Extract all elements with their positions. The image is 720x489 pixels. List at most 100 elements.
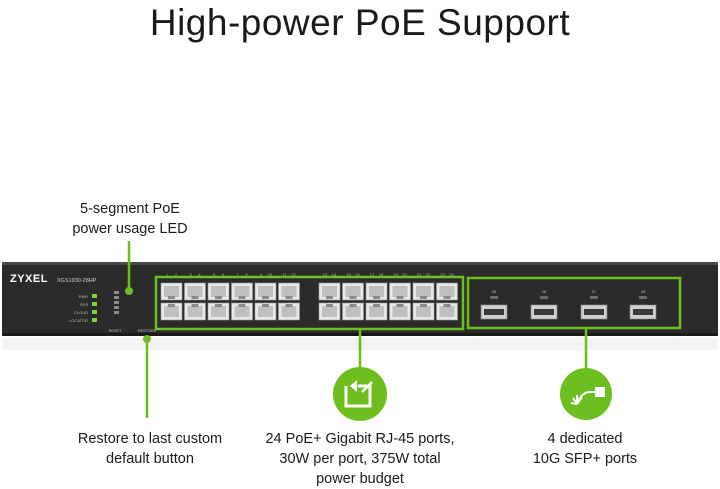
restore-callout-dot <box>143 335 151 343</box>
restore-callout: Restore to last custom default button <box>52 429 248 469</box>
rj45-port <box>342 282 364 301</box>
page-title: High-power PoE Support <box>149 2 571 43</box>
led-label: CLOUD <box>74 310 88 315</box>
rj45-port <box>231 282 253 301</box>
led-callout-line2: power usage LED <box>72 221 188 237</box>
sfp-port <box>530 296 558 320</box>
port-number-label: 13 <box>323 272 328 277</box>
poe-ports-highlight-box <box>154 275 465 331</box>
rj45-port <box>318 282 341 301</box>
port-number-label: 9 <box>260 272 263 277</box>
rj45-port <box>412 282 435 301</box>
status-led <box>92 294 97 298</box>
sfp-icon-circle <box>560 368 612 420</box>
rj45-port <box>207 302 230 321</box>
poe-icon-circle <box>333 367 387 421</box>
port-number-label: 23 <box>440 272 445 277</box>
poe-plug-icon <box>344 380 373 408</box>
sfp-number-label: 25 <box>492 289 497 294</box>
led-callout-dot <box>125 287 133 295</box>
sfp-callout-line1: 4 dedicated <box>547 431 623 447</box>
port-number-label: 7 <box>236 272 239 277</box>
status-led <box>92 310 97 314</box>
sfp-port <box>480 296 508 320</box>
rj45-port <box>254 282 277 301</box>
rj45-port <box>160 282 183 301</box>
sfp-port <box>580 296 608 320</box>
status-led <box>92 318 97 322</box>
restore-label: RESTORE <box>138 329 157 333</box>
port-number-label: 22 <box>426 272 431 277</box>
port-number-label: 16 <box>355 272 360 277</box>
rj45-port <box>436 282 458 301</box>
sfp-ports-highlight-box <box>466 276 682 330</box>
port-number-label: 18 <box>379 272 384 277</box>
sfp-number-label: 26 <box>542 289 547 294</box>
rj45-port <box>231 302 253 321</box>
port-number-label: 10 <box>268 272 273 277</box>
rj45-port <box>318 302 341 321</box>
rj45-port <box>254 302 277 321</box>
sfp-callout-line2: 10G SFP+ ports <box>532 451 638 467</box>
port-number-label: 1 <box>166 272 169 277</box>
rj45-port <box>436 302 458 321</box>
port-number-label: 15 <box>346 272 351 277</box>
rj45-port <box>365 282 388 301</box>
port-number-label: 6 <box>222 272 225 277</box>
poe-callout-line3: power budget <box>316 471 404 487</box>
port-number-label: 17 <box>370 272 375 277</box>
poe-callout-line1: 24 PoE+ Gigabit RJ-45 ports, <box>265 431 455 447</box>
brand-logo: ZYXEL <box>10 273 48 285</box>
restore-callout-line2: default button <box>106 451 194 467</box>
rj45-port <box>342 302 364 321</box>
fiber-icon <box>570 387 605 405</box>
sfp-number-label: 27 <box>592 289 597 294</box>
sfp-port <box>629 296 657 320</box>
rj45-port <box>207 282 230 301</box>
rj45-port <box>160 302 183 321</box>
restore-callout-line1: Restore to last custom <box>77 431 223 447</box>
rj45-port-block-1 <box>160 282 300 321</box>
led-label: PWR <box>79 294 88 299</box>
rj45-port <box>278 282 300 301</box>
led-label: LOCATOR <box>69 318 88 323</box>
sfp-number-labels: 25 26 27 28 <box>492 289 646 294</box>
rj45-port <box>278 302 300 321</box>
port-number-label: 24 <box>449 272 454 277</box>
port-number-label: 4 <box>198 272 201 277</box>
port-number-labels-group-2: 13 14 15 16 17 18 19 20 21 22 23 24 <box>323 272 455 277</box>
port-number-label: 21 <box>417 272 422 277</box>
sfp-callout: 4 dedicated 10G SFP+ ports <box>510 429 660 469</box>
port-number-label: 5 <box>213 272 216 277</box>
port-number-label: 12 <box>291 272 296 277</box>
sfp-port-block <box>480 296 657 320</box>
port-number-label: 19 <box>393 272 398 277</box>
chassis-highlight <box>2 262 718 265</box>
model-label: XGS1930-28HP <box>57 278 97 284</box>
poe-callout: 24 PoE+ Gigabit RJ-45 ports, 30W per por… <box>245 429 475 489</box>
led-callout: 5-segment PoE power usage LED <box>40 199 220 239</box>
port-number-label: 11 <box>282 272 287 277</box>
port-number-label: 8 <box>245 272 248 277</box>
led-callout-line1: 5-segment PoE <box>80 201 180 217</box>
rj45-port <box>389 282 411 301</box>
status-led <box>92 302 97 306</box>
rj45-port <box>184 282 206 301</box>
poe-usage-led-bar <box>114 291 119 314</box>
status-leds: PWR SYS CLOUD LOCATOR <box>69 294 97 323</box>
led-label: SYS <box>80 302 88 307</box>
port-number-label: 3 <box>189 272 192 277</box>
rj45-port <box>412 302 435 321</box>
port-number-label: 20 <box>402 272 407 277</box>
sfp-number-label: 28 <box>641 289 646 294</box>
rj45-port <box>184 302 206 321</box>
reset-label: RESET <box>109 329 122 333</box>
rj45-port <box>389 302 411 321</box>
rj45-port <box>365 302 388 321</box>
poe-callout-line2: 30W per port, 375W total <box>279 451 441 467</box>
port-number-label: 2 <box>175 272 178 277</box>
port-number-label: 14 <box>332 272 337 277</box>
rj45-port-block-2 <box>318 282 458 321</box>
